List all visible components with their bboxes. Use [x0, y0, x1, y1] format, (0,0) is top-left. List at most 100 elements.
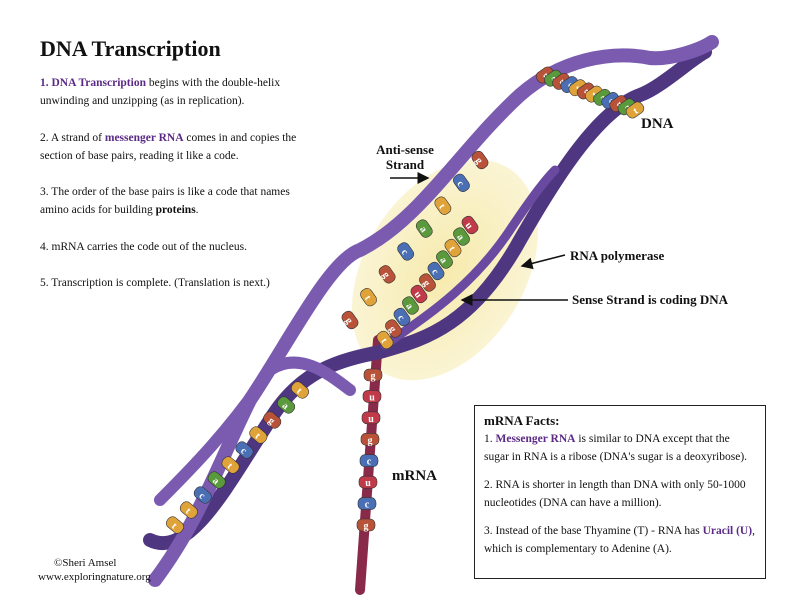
fact-3-pre: 3. Instead of the base Thyamine (T) - RN…	[484, 525, 703, 537]
fact-1-text: is similar to DNA except that the sugar …	[484, 433, 748, 463]
bubble-base-9: g	[385, 319, 402, 338]
bottom-base-9-letter: t	[169, 521, 179, 532]
antisense-base-1-letter: c	[454, 179, 466, 189]
bubble-base-4-pill	[427, 261, 445, 281]
bubble-base-4: c	[427, 261, 445, 281]
antisense-base-1: c	[453, 173, 470, 193]
bottom-base-1-pill	[277, 396, 296, 414]
antisense-base-5-pill	[378, 265, 396, 284]
bottom-base-2-pill	[263, 411, 282, 429]
bubble-base-10: t	[376, 330, 394, 350]
fact-1-highlight: Messenger RNA	[495, 433, 576, 445]
antisense-label-line1: Anti-sense	[376, 142, 434, 157]
credit-author: ©Sheri Amsel	[54, 557, 117, 569]
bottom-base-4-pill	[235, 441, 254, 459]
step-2-pre: 2. A strand of	[40, 132, 105, 144]
mrna-base-0-pill	[363, 368, 383, 382]
mrna-base-2-letter: u	[368, 414, 374, 425]
bubble-base-9-pill	[385, 319, 402, 338]
antisense-base-1-pill	[453, 173, 470, 193]
bottom-base-0: t	[290, 381, 310, 399]
rna-polymerase-arrow	[520, 254, 566, 270]
rna-polymerase-label: RNA polymerase	[570, 248, 665, 263]
bottom-base-5-pill	[221, 456, 240, 474]
bubble-base-6-pill	[410, 284, 428, 304]
bottom-base-1: a	[277, 396, 296, 414]
bottom-base-6-pill	[207, 471, 226, 489]
bottom-base-5: t	[221, 456, 240, 474]
bubble-base-5: g	[419, 273, 436, 292]
bottom-base-2-letter: g	[266, 415, 277, 427]
mrna-base-6: c	[357, 497, 377, 511]
bubble-base-6: u	[410, 284, 428, 304]
antisense-label: Anti-sense Strand	[375, 142, 435, 172]
bubble-base-2-pill	[444, 238, 462, 258]
page-title: DNA Transcription	[40, 36, 221, 61]
bubble-base-0: u	[461, 215, 479, 235]
antisense-base-7-letter: g	[343, 316, 355, 326]
bubble-base-3-letter: a	[437, 255, 449, 265]
bubble-base-3-pill	[436, 250, 453, 269]
bottom-base-4-letter: c	[238, 446, 249, 458]
mrna-base-7-letter: g	[364, 521, 369, 532]
step-1-highlight: DNA Transcription	[51, 77, 146, 89]
step-2-text: comes in and copies the section of base …	[40, 132, 297, 162]
mrna-base-5-letter: u	[365, 478, 371, 489]
bottom-base-8: t	[179, 501, 198, 519]
mrna-base-6-letter: c	[365, 500, 370, 511]
bottom-base-2: g	[263, 411, 282, 429]
bottom-base-4: c	[235, 441, 254, 459]
mrna-facts-heading: mRNA Facts:	[484, 413, 560, 428]
antisense-base-0-letter: g	[473, 156, 485, 166]
bubble-base-6-letter: u	[412, 289, 424, 300]
bubble-base-5-pill	[419, 273, 436, 292]
antisense-base-3: a	[415, 219, 433, 238]
bottom-base-1-letter: a	[280, 400, 291, 412]
bottom-base-8-pill	[179, 501, 198, 519]
bubble-base-2: t	[444, 238, 462, 258]
fact-3: 3. Instead of the base Thyamine (T) - RN…	[484, 522, 756, 558]
step-2: 2. A strand of messenger RNA comes in an…	[40, 129, 310, 165]
bubble-base-3: a	[436, 250, 453, 269]
bottom-base-0-letter: t	[294, 386, 304, 397]
antisense-base-2: t	[434, 196, 452, 215]
mrna-base-1: u	[362, 390, 382, 403]
mrna-base-7: g	[356, 518, 376, 532]
fact-3-post: , which is complementary to Adenine (A).	[484, 525, 755, 555]
top-base-11-letter: t	[631, 105, 641, 116]
bubble-base-8-letter: c	[395, 313, 407, 323]
bubble-base-8-pill	[393, 307, 411, 327]
bottom-base-3-letter: t	[253, 431, 263, 442]
credit: ©Sheri Amsel www.exploringnature.org	[38, 556, 151, 584]
mrna-base-2-pill	[361, 411, 381, 425]
fact-3-highlight: Uracil (U)	[702, 525, 753, 537]
credit-url: www.exploringnature.org	[38, 571, 151, 583]
mrna-facts-box: mRNA Facts: 1. Messenger RNA is similar …	[474, 405, 766, 579]
step-4: 4. mRNA carries the code out of the nucl…	[40, 241, 247, 253]
bubble-base-10-letter: t	[378, 336, 389, 346]
top-base-11-pill	[625, 101, 645, 119]
antisense-base-4-letter: c	[399, 247, 411, 257]
bottom-base-7: c	[193, 486, 212, 504]
step-3: 3. The order of the base pairs is like a…	[40, 183, 310, 219]
bottom-base-9: t	[165, 516, 185, 534]
mrna-base-4: c	[359, 454, 379, 468]
step-3-pre: 3. The order of the base pairs is like a…	[40, 186, 290, 216]
step-5: 5. Transcription is complete. (Translati…	[40, 277, 270, 289]
bottom-base-6-letter: a	[210, 475, 221, 487]
bubble-base-1-pill	[453, 227, 470, 246]
mrna-base-5-pill	[358, 475, 378, 489]
bubble-base-1-letter: a	[454, 232, 466, 242]
bottom-base-3-pill	[249, 426, 268, 444]
bubble-base-0-pill	[461, 215, 479, 235]
bottom-base-7-pill	[193, 486, 212, 504]
step-1: 1. DNA Transcription begins with the dou…	[40, 74, 310, 110]
bubble-base-2-letter: t	[446, 244, 457, 254]
antisense-base-6: t	[360, 287, 377, 307]
sense-strand-label: Sense Strand is coding DNA	[572, 292, 729, 307]
dna-backbone-lower	[154, 356, 356, 506]
step-1-text: begins with the double-helix unwinding a…	[40, 77, 281, 107]
